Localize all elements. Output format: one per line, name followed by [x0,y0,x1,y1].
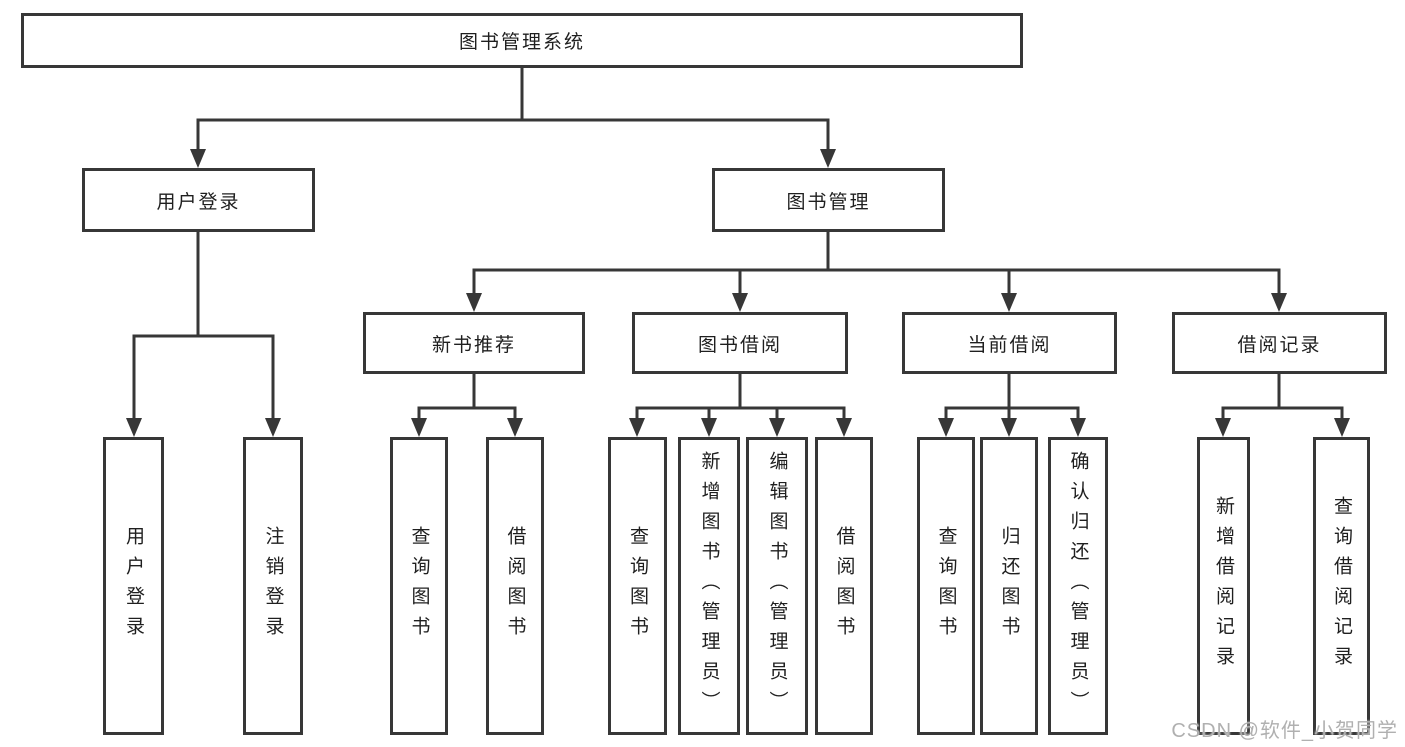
leaf-add-borrow-record-label: 新增借阅记录 [1213,496,1234,676]
arrow-down-icon [629,418,645,437]
leaf-query-books-1-label: 查询图书 [408,526,430,646]
leaf-return-books: 归还图书 [980,437,1038,735]
arrow-down-icon [1271,293,1287,312]
leaf-query-borrow-record: 查询借阅记录 [1313,437,1370,735]
arrow-down-icon [1334,418,1350,437]
arrow-down-icon [1215,418,1231,437]
arrowheads [126,149,1350,437]
arrow-down-icon [1070,418,1086,437]
leaf-query-borrow-record-label: 查询借阅记录 [1331,496,1352,676]
node-user-login: 用户登录 [82,168,315,232]
edge-bookmgmt-to-level3 [472,229,1281,298]
node-book-borrowing: 图书借阅 [632,312,848,374]
arrow-down-icon [466,293,482,312]
arrow-down-icon [938,418,954,437]
edge-userlogin-to-leaves [132,229,275,423]
arrow-down-icon [769,418,785,437]
leaf-add-borrow-record: 新增借阅记录 [1197,437,1250,735]
leaf-borrow-books-2-label: 借阅图书 [833,526,855,646]
leaf-edit-books-admin: 编辑图书（管理员） [746,437,808,735]
leaf-logout: 注销登录 [243,437,303,735]
arrow-down-icon [820,149,836,168]
leaf-query-books-3: 查询图书 [917,437,975,735]
leaf-user-login: 用户登录 [103,437,164,735]
node-new-book-recommendation: 新书推荐 [363,312,585,374]
arrow-down-icon [1001,418,1017,437]
arrow-down-icon [126,418,142,437]
leaf-add-books-admin: 新增图书（管理员） [678,437,740,735]
arrow-down-icon [732,293,748,312]
leaf-confirm-return-admin: 确认归还（管理员） [1048,437,1108,735]
leaf-borrow-books-2: 借阅图书 [815,437,873,735]
node-borrowing-records: 借阅记录 [1172,312,1387,374]
csdn-watermark: CSDN @软件_小贺同学 [1171,720,1398,742]
leaf-add-books-admin-label: 新增图书（管理员） [698,451,720,721]
arrow-down-icon [190,149,206,168]
edge-bookborrow-to-leaves [635,372,846,423]
leaf-borrow-books-1: 借阅图书 [486,437,544,735]
arrow-down-icon [836,418,852,437]
leaf-query-books-3-label: 查询图书 [935,526,957,646]
edge-currentborrow-to-leaves [944,372,1080,423]
leaf-query-books-2-label: 查询图书 [627,526,648,646]
node-current-borrowing: 当前借阅 [902,312,1117,374]
arrow-down-icon [265,418,281,437]
leaf-user-login-label: 用户登录 [123,526,144,646]
leaf-edit-books-admin-label: 编辑图书（管理员） [766,451,788,721]
arrow-down-icon [701,418,717,437]
leaf-return-books-label: 归还图书 [998,526,1020,646]
leaf-query-books-1: 查询图书 [390,437,448,735]
leaf-query-books-2: 查询图书 [608,437,667,735]
leaf-confirm-return-admin-label: 确认归还（管理员） [1067,451,1089,721]
edge-newbookrec-to-leaves [417,372,517,423]
node-book-management: 图书管理 [712,168,945,232]
edge-root-to-level2 [196,64,830,154]
edge-borrowrecord-to-leaves [1221,372,1344,423]
leaf-borrow-books-1-label: 借阅图书 [504,526,526,646]
arrow-down-icon [411,418,427,437]
arrow-down-icon [507,418,523,437]
node-root: 图书管理系统 [21,13,1023,68]
arrow-down-icon [1001,293,1017,312]
leaf-logout-label: 注销登录 [262,526,284,646]
